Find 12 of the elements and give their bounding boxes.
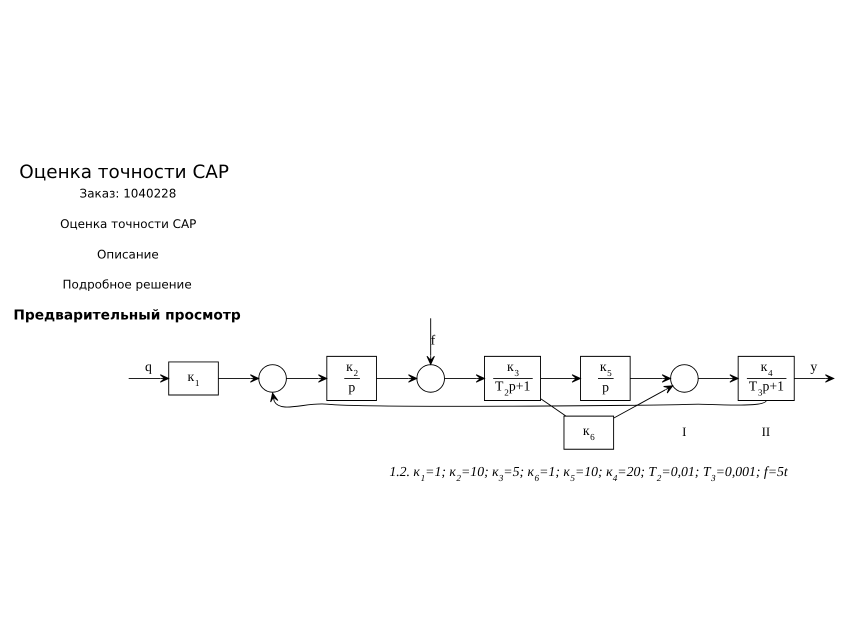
label: Заказ: 1040228 [80, 186, 176, 200]
label: Описание [97, 246, 159, 261]
label: II [762, 424, 770, 439]
diagram-title: Оценка точности САР [19, 162, 229, 183]
label: Оценка точности САР [60, 216, 196, 231]
edge-label: f [430, 332, 436, 347]
edge-label: q [144, 358, 152, 374]
edge-label: y [810, 358, 818, 374]
label: Предварительный просмотр [13, 307, 241, 324]
label: I [682, 424, 686, 439]
label: Подробное решение [62, 277, 192, 292]
label: 1.2. к$_{1}$=1; к$_{2}$=10; к$_{3}$=5; к$_{6}$=1; к$_{5}$=10; к$_{4}$=20; T$_{2}$=0,01; T$_{3}$=0,001; f=5t [389, 463, 788, 482]
